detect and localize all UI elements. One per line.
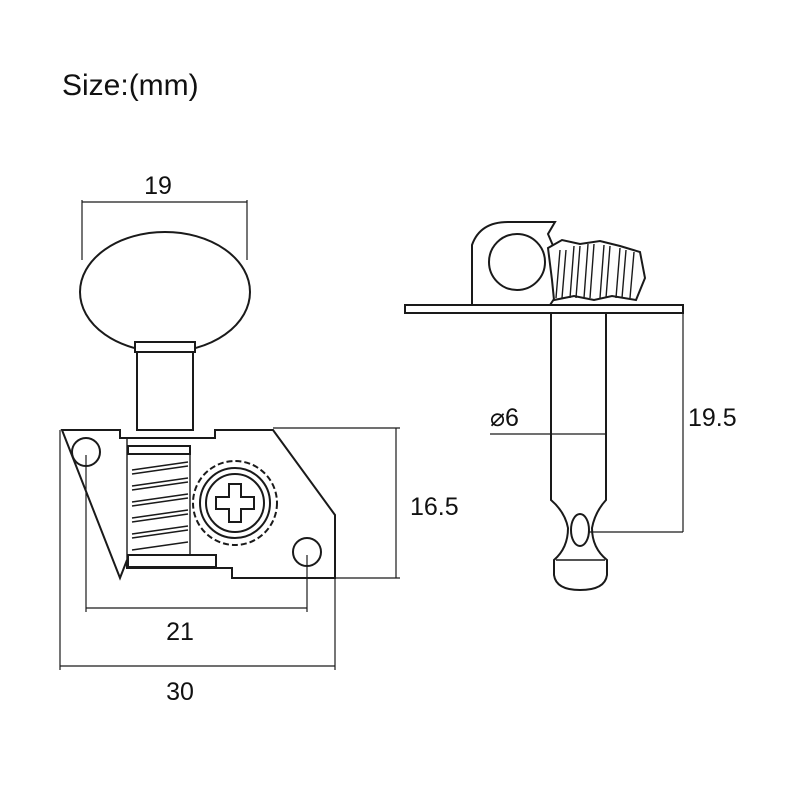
overall-length-label: 30 bbox=[166, 678, 194, 706]
post-height-dimension: 19.5 bbox=[588, 305, 737, 533]
hole-spacing-label: 21 bbox=[166, 618, 194, 646]
tuner-knob bbox=[79, 231, 251, 353]
tuner-shaft bbox=[134, 341, 196, 431]
page-title: Size:(mm) bbox=[62, 69, 199, 102]
overall-length-dimension: 30 bbox=[59, 430, 336, 706]
worm-gear-side bbox=[546, 238, 647, 302]
side-view: ⌀6 19.5 bbox=[404, 221, 737, 592]
side-base-plate bbox=[404, 304, 684, 314]
knob-width-label: 19 bbox=[144, 172, 172, 200]
phillips-screw-icon bbox=[215, 483, 255, 523]
post-diameter-label: ⌀6 bbox=[490, 404, 519, 432]
front-view: 19 bbox=[59, 172, 459, 706]
knob-width-dimension: 19 bbox=[81, 172, 248, 260]
post-diameter-dimension: ⌀6 bbox=[490, 404, 606, 435]
string-hole bbox=[488, 233, 546, 291]
gear-wheel bbox=[192, 460, 278, 546]
worm-spring bbox=[131, 461, 189, 551]
string-post bbox=[550, 312, 608, 592]
post-height-label: 19.5 bbox=[688, 404, 737, 432]
base-height-dimension: 16.5 bbox=[273, 427, 459, 579]
gear-housing bbox=[126, 438, 217, 568]
base-height-label: 16.5 bbox=[410, 493, 459, 521]
hole-spacing-dimension: 21 bbox=[85, 455, 308, 646]
